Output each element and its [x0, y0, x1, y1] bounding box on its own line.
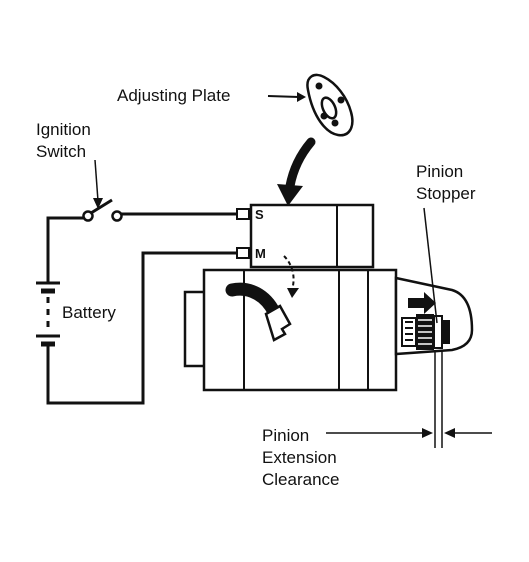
battery-symbol [36, 281, 60, 352]
pinion-stopper-label-line-2: Stopper [416, 184, 476, 203]
ignition-switch-symbol [82, 159, 123, 222]
pinion-extension-clearance-line-2: Extension [262, 448, 337, 467]
pinion-stopper-label: Pinion Stopper [416, 161, 476, 205]
pinion-assembly [401, 292, 450, 350]
pinion-stopper-label-line-1: Pinion [416, 162, 464, 181]
ignition-switch-label-line-2: Switch [36, 142, 87, 161]
ignition-switch-label-line-1: Ignition [36, 120, 91, 139]
pinion-extension-clearance-label: Pinion Extension Clearance [262, 425, 340, 491]
solenoid: S M [236, 203, 375, 269]
battery-label: Battery [62, 303, 116, 322]
ignition-switch-label: Ignition Switch [36, 119, 91, 163]
pinion-extension-clearance-line-3: Clearance [262, 470, 340, 489]
pinion-extension-clearance-line-1: Pinion [262, 426, 310, 445]
adjusting-plate [306, 73, 354, 137]
terminal-s-label: S [255, 207, 264, 222]
wiring [46, 212, 238, 405]
pointer-arrows [267, 92, 316, 206]
adjusting-plate-label: Adjusting Plate [117, 86, 231, 105]
terminal-m-label: M [255, 246, 266, 261]
dimension-lines [326, 207, 492, 448]
